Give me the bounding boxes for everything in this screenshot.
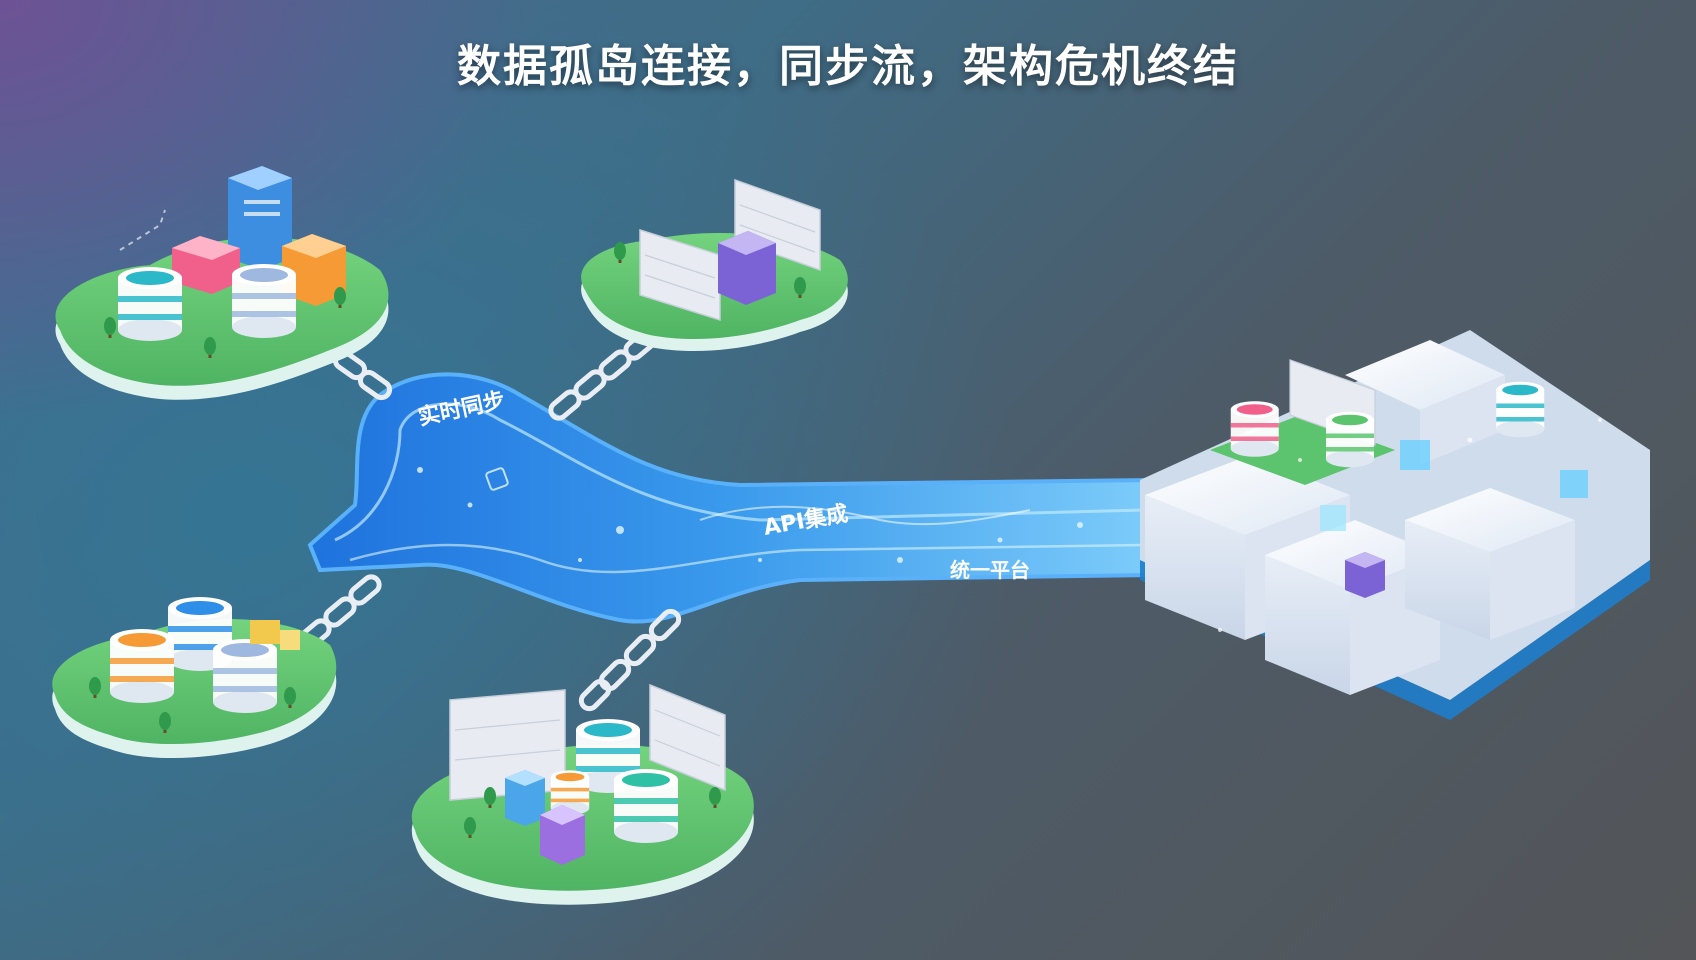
server-icon	[1345, 552, 1385, 598]
database-icon	[614, 769, 678, 843]
server-icon	[540, 805, 585, 865]
database-icon	[118, 267, 182, 341]
data-island-bottom-center	[411, 683, 754, 905]
database-icon	[1326, 411, 1374, 468]
database-icon	[1496, 381, 1545, 438]
data-island-top-left	[55, 166, 389, 400]
data-island-top-center	[581, 178, 848, 352]
unified-platform	[1140, 330, 1650, 720]
page-title: 数据孤岛连接，同步流，架构危机终结	[457, 41, 1239, 92]
server-icon	[282, 234, 346, 306]
server-icon	[172, 236, 240, 294]
data-island-bottom-left	[52, 597, 337, 759]
database-icon	[110, 629, 174, 703]
server-icon	[505, 770, 545, 826]
server-icon	[718, 231, 776, 305]
data-cube-icon	[1320, 440, 1588, 531]
database-icon	[213, 639, 277, 713]
data-cube-icon	[1345, 340, 1505, 465]
flow-label-unified-platform: 统一平台	[950, 558, 1030, 582]
server-icon	[228, 166, 292, 270]
database-icon	[1230, 401, 1279, 457]
data-cube-icon	[250, 620, 300, 650]
data-cube-icon	[1405, 488, 1575, 640]
firewall-wall-icon	[449, 683, 726, 801]
database-icon	[232, 264, 296, 338]
